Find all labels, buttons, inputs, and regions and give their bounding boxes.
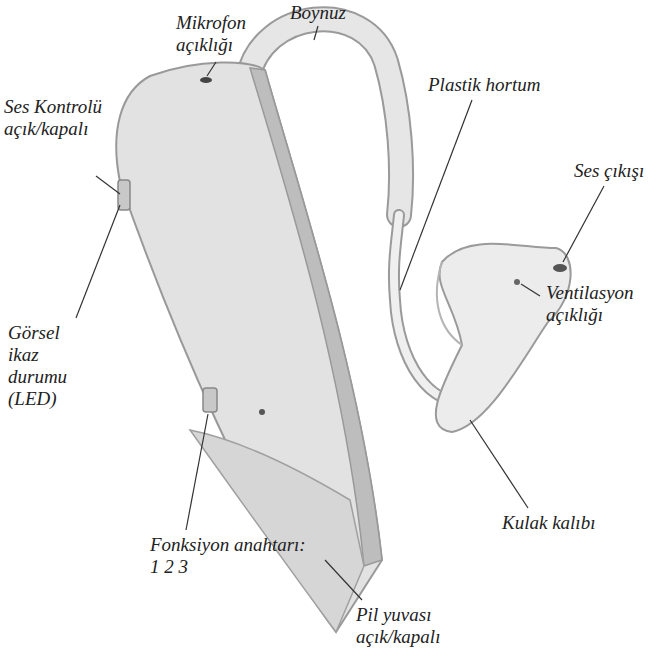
- leader-line: [76, 205, 120, 318]
- leader-line: [470, 420, 528, 508]
- part-label: Görsel ikaz durumu (LED): [8, 322, 82, 409]
- part-label: Boynuz: [290, 2, 380, 24]
- ear-mould-crease: [437, 262, 462, 345]
- part-label: Ses çıkışı: [574, 160, 664, 182]
- leader-line: [314, 26, 318, 40]
- leader-line: [563, 186, 604, 262]
- ear-mould: [436, 244, 571, 432]
- function-switch: [203, 388, 217, 412]
- part-label: Pil yuvası açık/kapalı: [356, 604, 466, 648]
- battery-door: [190, 430, 364, 632]
- leader-line: [521, 284, 540, 296]
- part-label: Mikrofon açıklığı: [176, 12, 262, 56]
- part-label: Ventilasyon açıklığı: [546, 282, 664, 326]
- housing: [116, 62, 382, 632]
- part-label: Ses Kontrolü açık/kapalı: [4, 96, 102, 140]
- part-label: Fonksiyon anahtarı: 1 2 3: [150, 534, 310, 578]
- vent-opening: [514, 279, 520, 285]
- part-label: Kulak kalıbı: [502, 512, 622, 534]
- part-label: Plastik hortum: [428, 74, 568, 96]
- led: [259, 409, 265, 415]
- leader-line: [96, 176, 120, 194]
- sound-outlet: [553, 264, 567, 272]
- microphone-opening: [200, 77, 212, 83]
- leader-line: [207, 62, 216, 76]
- leader-line: [325, 560, 362, 600]
- leader-line: [186, 414, 208, 530]
- leader-line: [400, 100, 472, 290]
